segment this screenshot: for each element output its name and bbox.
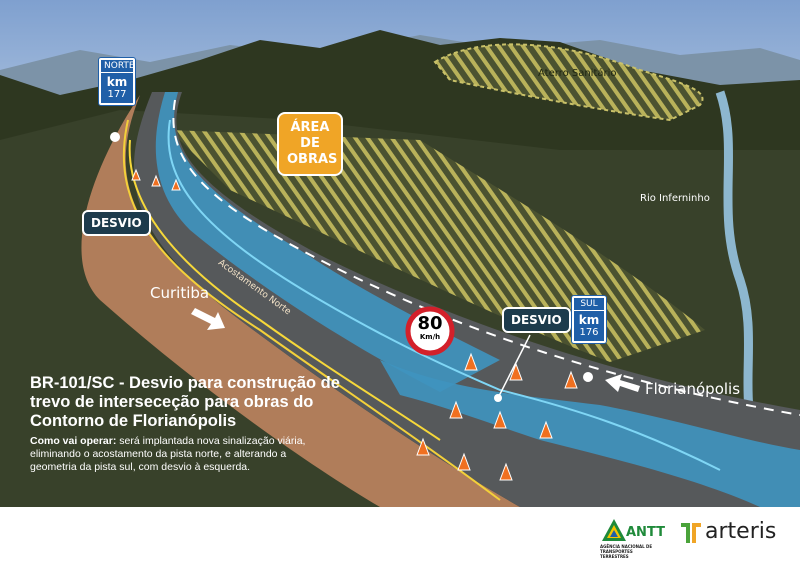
- speed-limit-text: 80 Km/h: [408, 314, 452, 341]
- sign-direction: NORTE: [101, 60, 135, 73]
- sign-km-label: km: [106, 75, 128, 89]
- work-area-line: ÁREA: [290, 120, 330, 135]
- speed-value: 80: [417, 313, 443, 334]
- desvio-callout-left: DESVIO: [82, 210, 151, 236]
- pointer-line: [497, 334, 531, 399]
- work-area-callout: ÁREA DE OBRAS: [277, 112, 343, 176]
- speed-limit-sign: [405, 306, 455, 356]
- arteris-mark-icon: [681, 523, 701, 543]
- footer: ANTT AGÊNCIA NACIONAL DE TRANSPORTES TER…: [0, 507, 800, 565]
- river-label: Rio Inferninho: [640, 193, 710, 204]
- sign-km-label: km: [578, 313, 600, 327]
- florianopolis-label: Florianópolis: [645, 380, 741, 398]
- traffic-cones: [131, 168, 578, 481]
- work-area-hatched: [170, 130, 705, 362]
- arteris-wordmark: arteris: [705, 519, 777, 544]
- sign-km-value: 177: [107, 89, 127, 100]
- page-title: BR-101/SC - Desvio para construção de tr…: [30, 374, 340, 430]
- road-asphalt: [133, 92, 800, 507]
- south-km-sign: SUL km 176: [572, 296, 606, 343]
- north-km-sign: NORTE km 177: [99, 58, 135, 105]
- detour-lane-blue: [380, 360, 800, 507]
- description-lead: Como vai operar:: [30, 435, 117, 447]
- curitiba-label: Curitiba: [150, 284, 210, 302]
- landfill-area: [433, 43, 704, 122]
- description-text: será implantada nova sinalização viária,…: [30, 435, 306, 473]
- work-area-line: OBRAS: [287, 152, 338, 167]
- sign-direction: SUL: [574, 298, 604, 311]
- antt-wordmark: ANTT: [626, 525, 665, 540]
- antt-subtitle: AGÊNCIA NACIONAL DE TRANSPORTES TERRESTR…: [600, 544, 653, 559]
- landfill-label: Aterro Sanitário: [538, 68, 617, 79]
- desvio-callout-right: DESVIO: [502, 307, 571, 333]
- lane-markings: [172, 99, 800, 416]
- south-sign-dot: [583, 372, 593, 382]
- north-sign-dot: [110, 132, 120, 142]
- pointer-dot: [494, 394, 502, 402]
- work-area-line: DE: [300, 136, 320, 151]
- road-illustration: [0, 0, 800, 507]
- antt-triangle-icon: [602, 519, 626, 541]
- speed-unit: Km/h: [419, 333, 441, 341]
- description: Como vai operar: será implantada nova si…: [30, 435, 330, 474]
- arrow-florianopolis-icon: [605, 374, 640, 392]
- traffic-arrows-blue: [167, 119, 721, 471]
- sign-km-value: 176: [579, 327, 599, 338]
- text-block: BR-101/SC - Desvio para construção de tr…: [30, 374, 375, 474]
- traffic-arrows-yellow: [128, 139, 441, 441]
- arrow-curitiba-icon: [191, 308, 225, 330]
